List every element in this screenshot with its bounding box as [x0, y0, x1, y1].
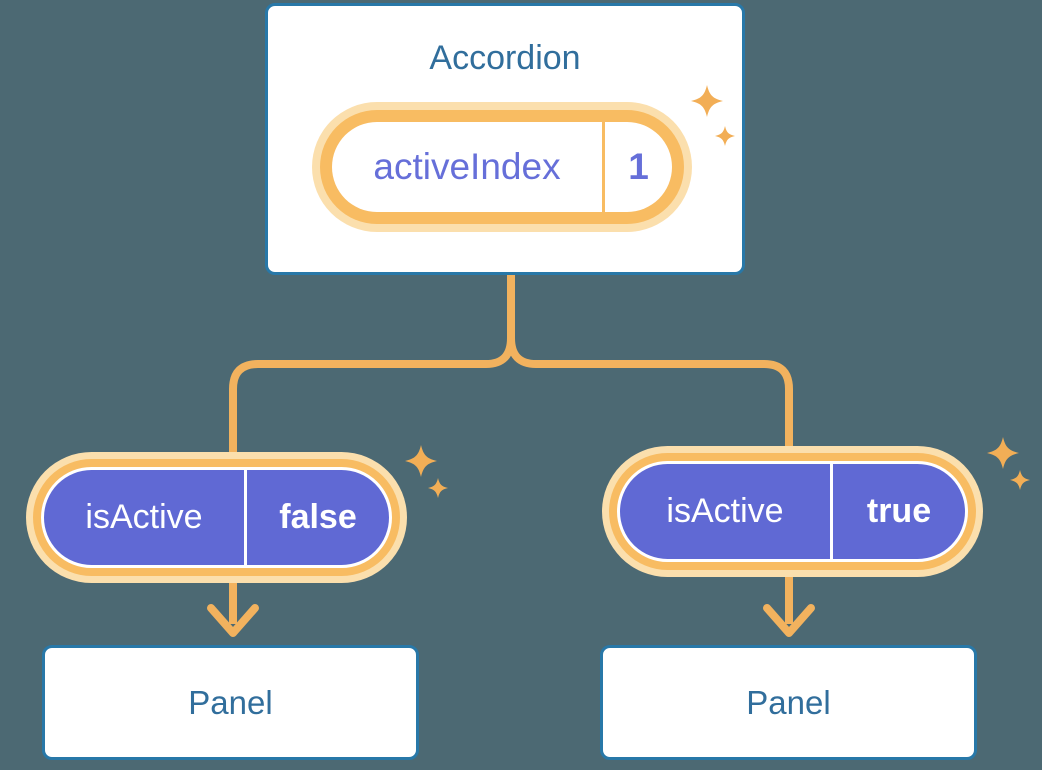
prop-pill-ring: isActive false: [33, 459, 400, 576]
state-pill: activeIndex 1: [312, 102, 692, 232]
state-pill-divider: [602, 122, 605, 212]
prop-pill-ring: isActive true: [609, 453, 976, 570]
arrow-down-icon: [207, 604, 259, 637]
state-name-label: activeIndex: [373, 146, 561, 187]
prop-pill-body: isActive false: [41, 467, 392, 568]
panel-card-left: Panel: [42, 645, 419, 760]
panel-title: Panel: [746, 683, 831, 721]
prop-name-label: isActive: [85, 498, 203, 536]
prop-value-label: true: [866, 492, 932, 530]
state-pill-ring: activeIndex 1: [320, 110, 684, 224]
prop-pill-body: isActive true: [617, 461, 968, 562]
prop-value-label: false: [279, 498, 357, 536]
prop-name-label: isActive: [666, 492, 784, 530]
prop-pill-true: isActive true: [602, 446, 983, 577]
prop-pill-glow: isActive true: [602, 446, 983, 577]
panel-card-right: Panel: [600, 645, 977, 760]
arrow-down-icon: [763, 604, 815, 637]
prop-pill-false: isActive false: [26, 452, 407, 583]
prop-pill-divider: [830, 464, 833, 559]
prop-pill-glow: isActive false: [26, 452, 407, 583]
accordion-card-title: Accordion: [429, 39, 581, 77]
prop-pill-divider: [244, 470, 247, 565]
panel-title: Panel: [188, 683, 273, 721]
state-pill-body: activeIndex 1: [332, 122, 672, 212]
connector-right-branch: [507, 274, 793, 624]
state-value-label: 1: [628, 146, 649, 187]
